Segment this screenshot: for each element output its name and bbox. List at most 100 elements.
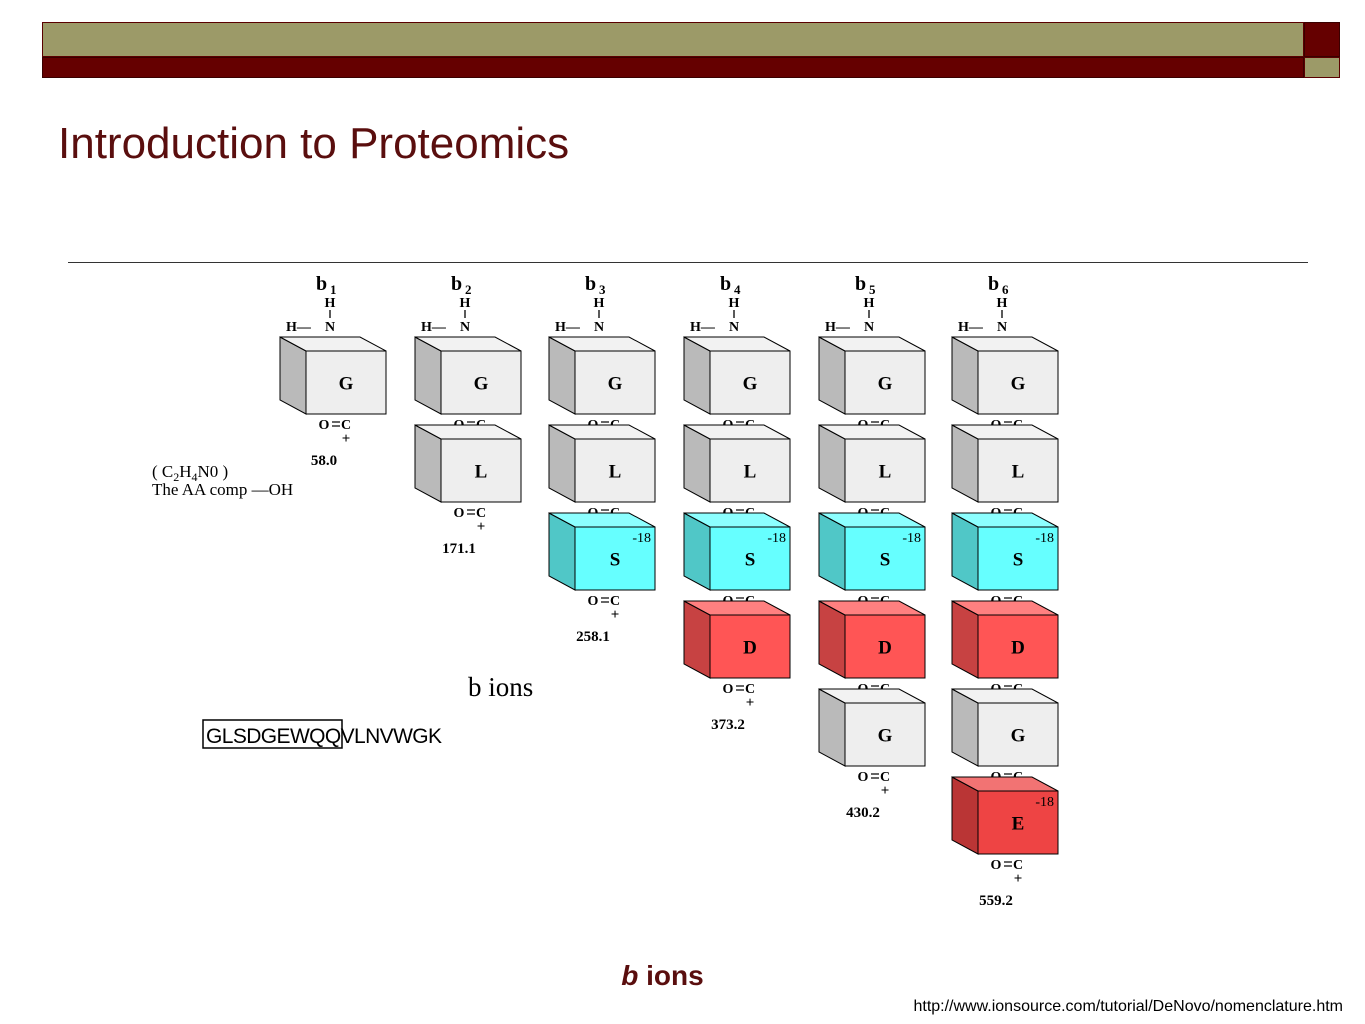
header-bar-olive <box>42 22 1304 57</box>
carbonyl-c: C <box>1013 858 1023 873</box>
residue-letter: G <box>608 374 623 395</box>
cube-front-face <box>844 614 926 679</box>
header-bar-maroon <box>42 57 1304 78</box>
ion-label-index: 5 <box>869 282 876 297</box>
sequence-highlight-box <box>202 719 343 749</box>
residue-letter: G <box>339 374 354 395</box>
charge-plus: + <box>746 695 755 711</box>
water-loss-label: -18 <box>767 531 786 546</box>
n-terminus-n: N <box>325 320 335 335</box>
cube-front-face <box>844 350 926 415</box>
residue-letter: L <box>1012 462 1025 483</box>
cube-front-face <box>440 438 522 503</box>
n-terminus-n: N <box>729 320 739 335</box>
ion-label-index: 4 <box>734 282 741 297</box>
ion-mass: 559.2 <box>979 893 1013 909</box>
cube-front-face <box>844 438 926 503</box>
cube-front-face <box>977 790 1059 855</box>
ion-mass: 258.1 <box>576 629 610 645</box>
ion-label-index: 2 <box>465 282 472 297</box>
ion-label: b <box>988 273 999 295</box>
carbonyl-o: O <box>858 770 869 785</box>
header-square-olive <box>1304 57 1340 78</box>
title-divider <box>68 262 1308 263</box>
charge-plus: + <box>342 431 351 447</box>
sequence-text: GLSDGEWQQVLNVWGK <box>206 725 442 748</box>
n-terminus-h-left: H— <box>555 320 581 335</box>
n-terminus-h-top: H <box>864 296 875 311</box>
n-terminus-h-left: H— <box>825 320 851 335</box>
carbonyl-o: O <box>319 418 330 433</box>
ion-mass: 373.2 <box>711 717 745 733</box>
carbonyl-o: O <box>588 594 599 609</box>
water-loss-label: -18 <box>632 531 651 546</box>
charge-plus: + <box>1014 871 1023 887</box>
residue-letter: D <box>1011 638 1025 659</box>
n-terminus-h-top: H <box>460 296 471 311</box>
cube-front-face <box>977 702 1059 767</box>
cube-front-face <box>977 614 1059 679</box>
water-loss-label: -18 <box>902 531 921 546</box>
residue-letter: D <box>743 638 757 659</box>
residue-letter: G <box>1011 374 1026 395</box>
n-terminus-n: N <box>997 320 1007 335</box>
residue-letter: G <box>878 374 893 395</box>
ion-mass: 171.1 <box>442 541 476 557</box>
cube-front-face <box>709 526 791 591</box>
cube-front-face <box>977 526 1059 591</box>
ion-label: b <box>316 273 327 295</box>
ion-label: b <box>451 273 462 295</box>
n-terminus-h-top: H <box>594 296 605 311</box>
residue-letter: G <box>878 726 893 747</box>
cube-front-face <box>574 526 656 591</box>
n-terminus-h-left: H— <box>958 320 984 335</box>
n-terminus-h-top: H <box>729 296 740 311</box>
residue-letter: G <box>1011 726 1026 747</box>
residue-letter: G <box>474 374 489 395</box>
composition-note: ( C2H4N0 ) The AA comp —OH <box>152 462 293 499</box>
residue-letter: G <box>743 374 758 395</box>
ion-label: b <box>720 273 731 295</box>
composition-formula: ( C2H4N0 ) <box>152 462 228 484</box>
ion-label-index: 1 <box>330 282 337 297</box>
ion-mass: 430.2 <box>846 805 880 821</box>
ion-mass: 58.0 <box>311 453 337 469</box>
n-terminus-h-left: H— <box>421 320 447 335</box>
cube-front-face <box>709 614 791 679</box>
cube-front-face <box>305 350 387 415</box>
cube-front-face <box>440 350 522 415</box>
residue-letter: S <box>1013 550 1024 571</box>
water-loss-label: -18 <box>1035 795 1054 810</box>
cube-front-face <box>574 438 656 503</box>
cube-front-face <box>709 350 791 415</box>
diagram-subtitle: b ions <box>468 672 533 702</box>
slide-caption: b ions <box>0 960 1325 992</box>
carbonyl-o: O <box>454 506 465 521</box>
peptide-sequence: GLSDGEWQQVLNVWGK <box>202 719 443 749</box>
n-terminus-n: N <box>460 320 470 335</box>
cube-front-face <box>844 702 926 767</box>
ion-label: b <box>585 273 596 295</box>
slide-title: Introduction to Proteomics <box>58 119 570 168</box>
residue-letter: S <box>745 550 756 571</box>
n-terminus-h-top: H <box>997 296 1008 311</box>
cube-front-face <box>709 438 791 503</box>
residue-letter: D <box>878 638 892 659</box>
charge-plus: + <box>611 607 620 623</box>
ion-label-index: 6 <box>1002 282 1009 297</box>
carbonyl-o: O <box>723 682 734 697</box>
n-terminus-n: N <box>594 320 604 335</box>
composition-description: The AA comp —OH <box>152 480 293 499</box>
residue-letter: L <box>475 462 488 483</box>
water-loss-label: -18 <box>1035 531 1054 546</box>
source-url: http://www.ionsource.com/tutorial/DeNovo… <box>913 998 1343 1015</box>
n-terminus-h-left: H— <box>286 320 312 335</box>
n-terminus-n: N <box>864 320 874 335</box>
carbonyl-c: C <box>745 682 755 697</box>
ion-label: b <box>855 273 866 295</box>
carbonyl-c: C <box>610 594 620 609</box>
carbonyl-c: C <box>880 770 890 785</box>
charge-plus: + <box>881 783 890 799</box>
residue-letter: S <box>880 550 891 571</box>
